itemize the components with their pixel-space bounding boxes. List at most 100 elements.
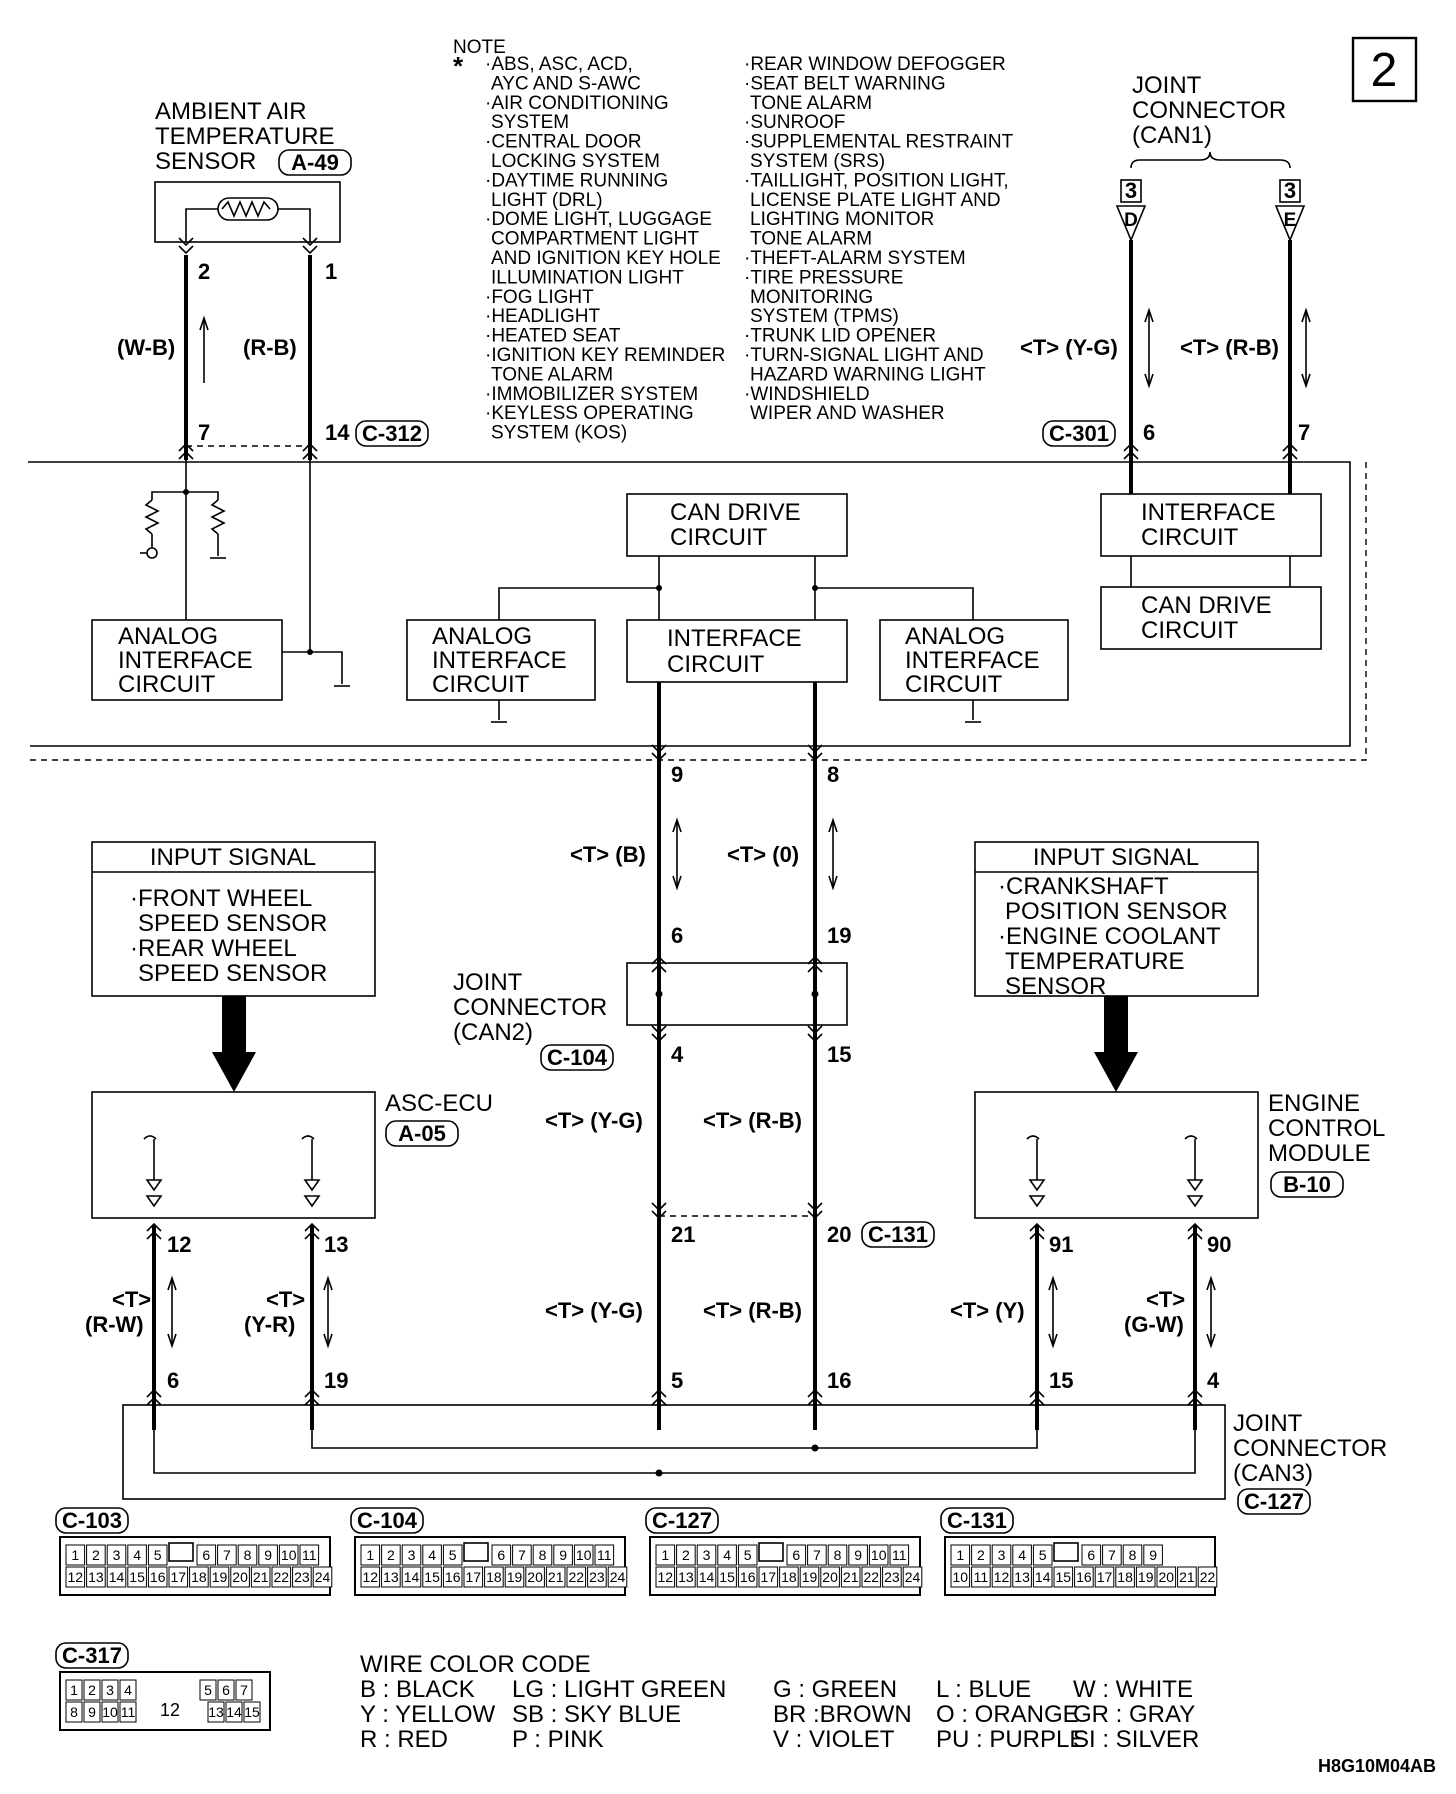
- thermistor-zigzag: [221, 199, 271, 219]
- can1-ref-box-right: [1279, 179, 1301, 203]
- connector-cell: [250, 1566, 271, 1588]
- connector-pin: 15: [1056, 1569, 1072, 1585]
- can1-pin-left: 6: [1143, 420, 1155, 445]
- connector-pin: 8: [70, 1704, 78, 1720]
- connector-pin: 11: [597, 1547, 612, 1563]
- can1-wire-left: <T> (Y-G): [1020, 335, 1118, 360]
- connector-cell: [786, 1544, 807, 1566]
- connector-cell: [422, 1566, 442, 1588]
- connector-pin: 12: [68, 1569, 84, 1585]
- ecu-frame-dashed: [30, 462, 1367, 761]
- connector-pin: 22: [1200, 1569, 1216, 1585]
- input-left-line-3: ·REAR WHEEL: [130, 935, 297, 962]
- terminal-chevron: [651, 1388, 667, 1398]
- analog-right-line-2: INTERFACE: [905, 647, 1040, 674]
- connector-cell: [1177, 1566, 1197, 1588]
- connector-pin: 20: [822, 1569, 838, 1585]
- connector-cell: [65, 1544, 86, 1566]
- connector-pin: 16: [1076, 1569, 1092, 1585]
- note-col2-line: ·TIRE PRESSURE: [744, 267, 903, 288]
- can-drive-center-line-2: CIRCUIT: [670, 524, 768, 551]
- asc-pin-left: 12: [167, 1232, 191, 1257]
- note-col2-line: ·SUPPLEMENTAL RESTRAINT: [744, 132, 1014, 153]
- can2-connector: C-104: [547, 1045, 608, 1070]
- drawing-code: H8G10M04AB: [1318, 1756, 1436, 1776]
- pulldown-resistor: [210, 499, 226, 535]
- a05-label-box: [385, 1120, 459, 1147]
- connector-pin: 18: [1117, 1569, 1133, 1585]
- wire-color-entry: V : VIOLET: [773, 1726, 895, 1753]
- input-left-line-4: SPEED SENSOR: [138, 960, 327, 987]
- terminal-chevron: [1123, 442, 1139, 452]
- joint-connector-can1: JOINT CONNECTOR (CAN1) 3 D 3 E: [1115, 72, 1306, 243]
- connector-cell: [225, 1701, 243, 1723]
- connector-pin: 21: [843, 1569, 859, 1585]
- sensor-connector-bottom: C-312: [362, 421, 422, 446]
- note-col2-line: WIPER AND WASHER: [750, 403, 945, 424]
- terminal-chevron: [651, 1033, 667, 1043]
- connector-view-label-box: [55, 1507, 129, 1534]
- connector-cell: [1081, 1544, 1102, 1566]
- connector-pin: 12: [658, 1569, 674, 1585]
- terminal-chevron: [807, 1202, 823, 1212]
- connector-cell: [779, 1566, 799, 1588]
- connector-cell: [717, 1566, 737, 1588]
- c127-label-box: [1237, 1488, 1311, 1515]
- note-block: NOTE * ·ABS, ASC, ACD,AYC AND S-AWC·AIR …: [453, 37, 1014, 444]
- connector-pin: 19: [212, 1569, 228, 1585]
- ecm-name-line-2: CONTROL: [1268, 1115, 1385, 1142]
- can1-brace: [1130, 151, 1291, 169]
- interface-center-line-1: INTERFACE: [667, 625, 802, 652]
- connector-cell: [65, 1701, 83, 1723]
- bus-pin-mid-left: 6: [671, 923, 683, 948]
- connector-pin: 24: [315, 1569, 331, 1585]
- terminal-chevron: [807, 963, 823, 973]
- c131-connector: C-131: [868, 1222, 928, 1247]
- connector-cell: [235, 1679, 253, 1701]
- connector-cell: [463, 1566, 484, 1588]
- note-heading: NOTE: [453, 37, 506, 58]
- note-col1-line: ·IMMOBILIZER SYSTEM: [485, 384, 698, 405]
- connector-pin: 1: [71, 1547, 79, 1563]
- connector-cell: [971, 1566, 991, 1588]
- supply-terminal: [146, 547, 158, 559]
- connector-cell: [799, 1566, 820, 1588]
- analog-left-line-1: ANALOG: [118, 623, 218, 650]
- note-col2-line: ·WINDSHIELD: [744, 384, 870, 405]
- connector-cell: [127, 1544, 147, 1566]
- sensor-connector: A-49: [291, 150, 339, 175]
- connector-cell: [848, 1544, 868, 1566]
- terminal-chevron: [304, 1230, 320, 1240]
- note-col2-line: LICENSE PLATE LIGHT AND: [750, 190, 1001, 211]
- signal-direction-arrow: [199, 315, 209, 331]
- ecm-box: [974, 1091, 1259, 1219]
- wire-color-code-title: WIRE COLOR CODE: [360, 1651, 591, 1678]
- connector-cell: [861, 1566, 882, 1588]
- note-col2-line: ·THEFT-ALARM SYSTEM: [744, 248, 966, 269]
- note-col1-line: AYC AND S-AWC: [491, 73, 641, 94]
- joint-connector-can2: [626, 962, 848, 1026]
- terminal-chevron: [1187, 1222, 1203, 1232]
- terminal-chevron: [1029, 1222, 1045, 1232]
- analog-left-line-2: INTERFACE: [118, 647, 253, 674]
- terminal-chevron: [304, 1222, 320, 1232]
- connector-cell: [1094, 1566, 1115, 1588]
- note-column-2: ·REAR WINDOW DEFOGGER·SEAT BELT WARNINGT…: [744, 54, 1014, 424]
- bus-pin-top-left: 9: [671, 762, 683, 787]
- note-col1-line: SYSTEM: [491, 112, 569, 133]
- connector-pin: 16: [445, 1569, 461, 1585]
- connector-cell: [1143, 1544, 1163, 1566]
- connector-pin: 4: [124, 1682, 132, 1698]
- connector-pin: 19: [802, 1569, 818, 1585]
- ecm-wire-right-t: <T>: [1146, 1287, 1185, 1312]
- terminal-chevron: [1282, 442, 1298, 452]
- connector-cell: [278, 1544, 299, 1566]
- connector-cell: [676, 1566, 696, 1588]
- connector-pin: 3: [106, 1682, 114, 1698]
- asc-wire-right-t: <T>: [266, 1287, 305, 1312]
- terminal-chevron: [807, 1033, 823, 1043]
- connector-cell: [655, 1566, 676, 1588]
- bus-wire-top-right: <T> (0): [727, 842, 799, 867]
